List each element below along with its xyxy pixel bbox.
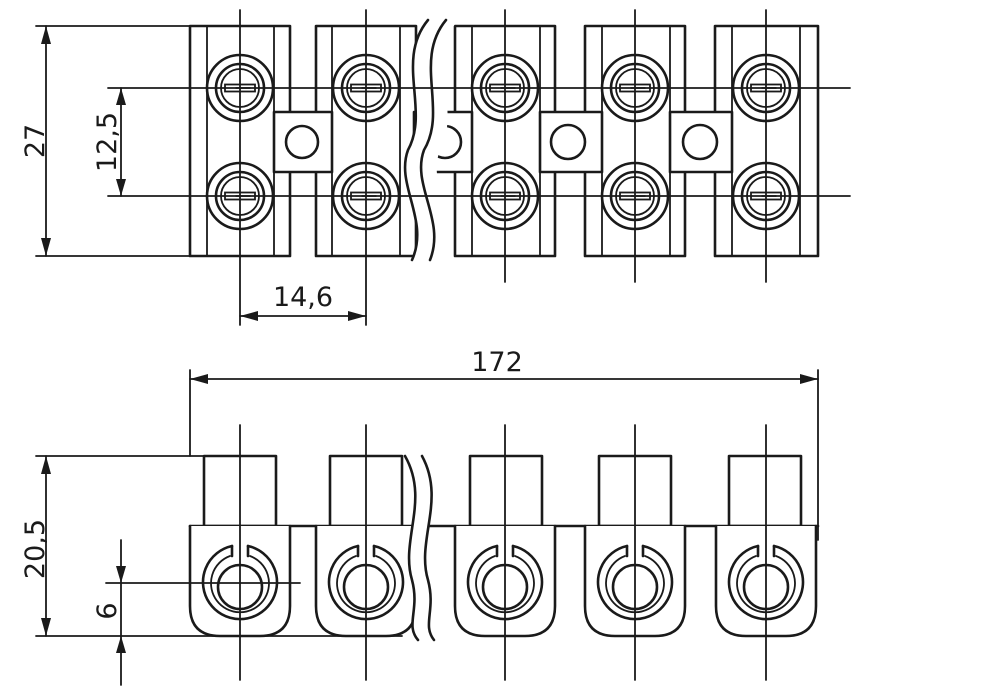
side-housing-top-5 xyxy=(727,454,803,528)
dimension-label-27: 27 xyxy=(20,124,51,158)
top-view-break-mark xyxy=(403,18,458,262)
dimension-total-length: 172 xyxy=(189,347,819,541)
side-view-screw-heads xyxy=(202,454,803,528)
dimension-height-side: 20,5 xyxy=(20,455,403,637)
dimension-label-6: 6 xyxy=(92,602,123,619)
mounting-hole-4 xyxy=(681,123,719,161)
bridge-3 xyxy=(538,110,604,174)
dimension-hole-height: 6 xyxy=(92,539,126,686)
bridge-4 xyxy=(668,110,734,174)
side-view-break-mark xyxy=(403,454,436,642)
dimension-label-20-5: 20,5 xyxy=(20,519,51,579)
side-view-center-lines xyxy=(105,424,767,681)
side-housing-top-3 xyxy=(468,454,544,528)
top-view: 27 12,5 14,6 xyxy=(20,9,851,326)
side-view-bodies xyxy=(188,524,818,638)
top-view-center-lines xyxy=(107,9,851,326)
dimension-pitch-vertical: 12,5 xyxy=(92,87,126,197)
mounting-hole-1 xyxy=(284,124,320,160)
dimension-label-12-5: 12,5 xyxy=(92,112,123,172)
side-view: 172 xyxy=(20,347,820,686)
dimension-height-top: 27 xyxy=(20,25,191,257)
mounting-hole-3 xyxy=(549,123,587,161)
dimension-label-172: 172 xyxy=(471,347,523,378)
dimension-label-14-6: 14,6 xyxy=(273,282,333,313)
dimension-pitch-horizontal: 14,6 xyxy=(239,282,367,321)
bridge-1 xyxy=(272,110,334,174)
